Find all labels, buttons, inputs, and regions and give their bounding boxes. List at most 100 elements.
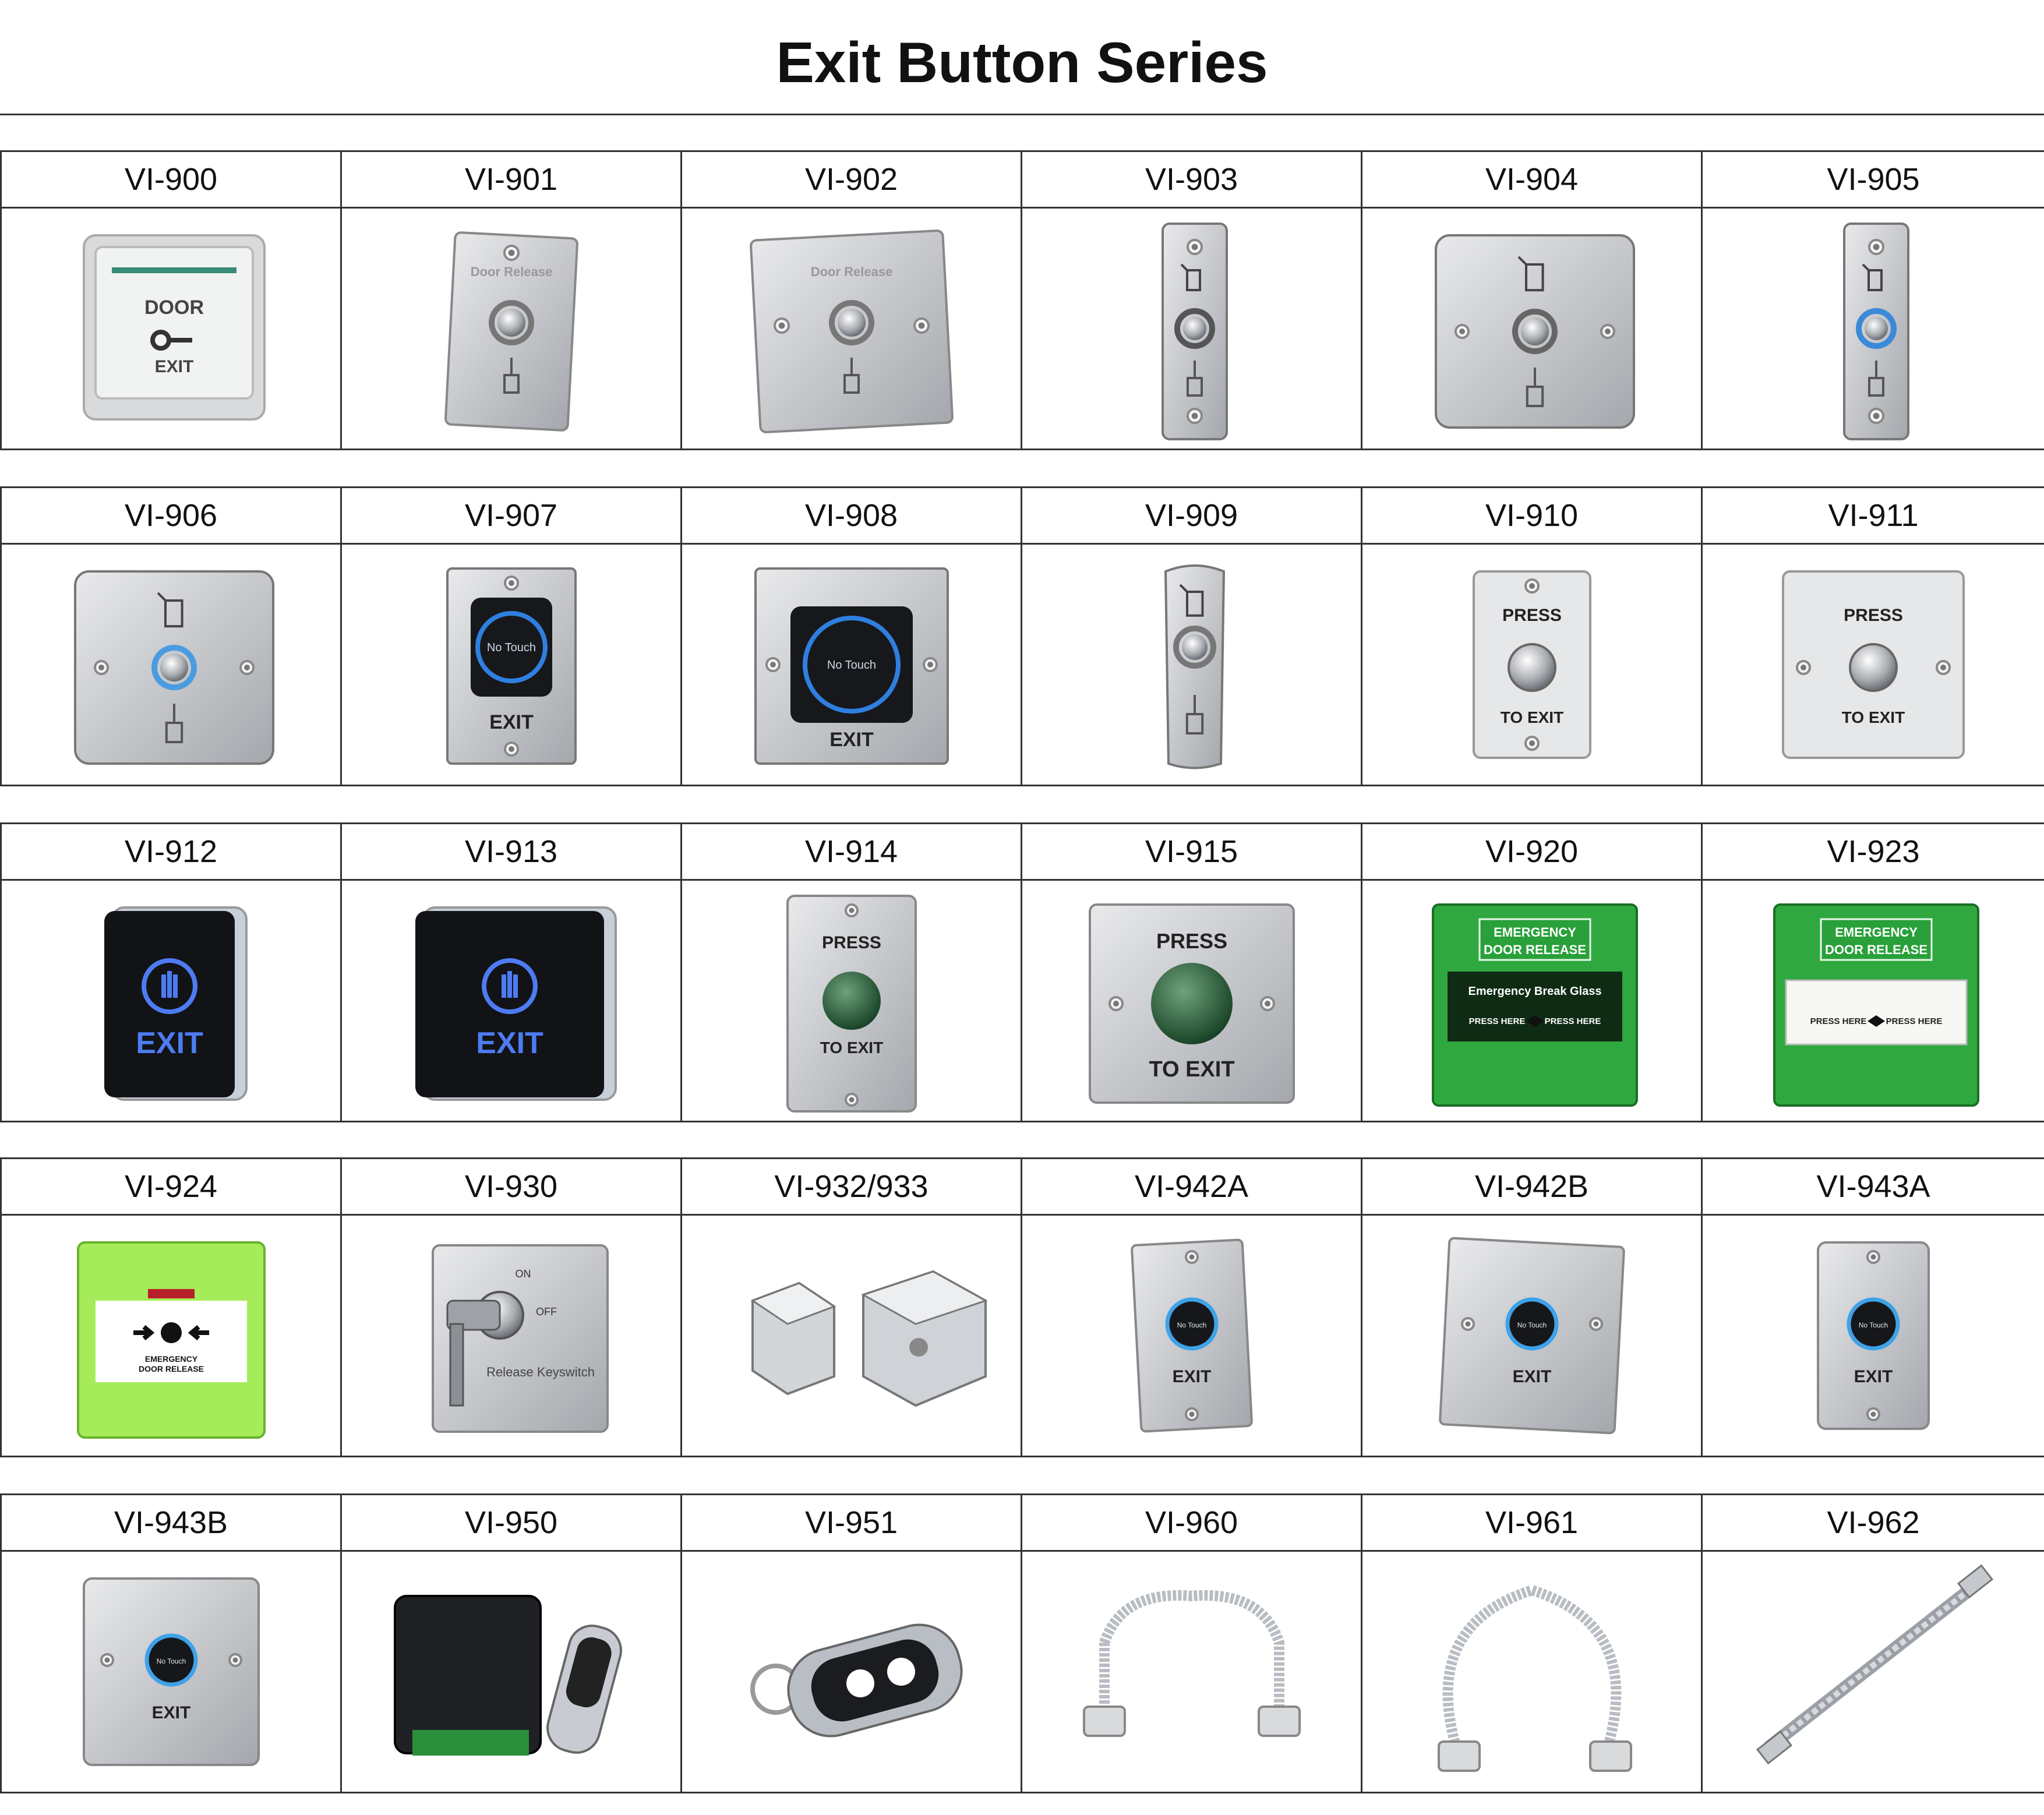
no-touch-text: No Touch	[1517, 1321, 1546, 1329]
press-text: PRESS	[822, 933, 881, 952]
model-label: VI-932/933	[680, 1157, 1022, 1216]
door-label: DOOR	[144, 296, 204, 319]
model-label: VI-903	[1021, 150, 1362, 209]
no-touch-text: No Touch	[827, 659, 876, 672]
model-label: VI-915	[1021, 822, 1362, 881]
product-image-cell	[1361, 1550, 1703, 1793]
page-title: Exit Button Series	[776, 30, 1268, 94]
exit-label: EXIT	[1512, 1367, 1551, 1386]
door-release-text: DOOR RELEASE	[138, 1364, 203, 1373]
exit-label: EXIT	[151, 1703, 190, 1722]
no-touch-text: No Touch	[1859, 1321, 1888, 1329]
product-image-cell: EXIT	[340, 879, 682, 1122]
product-image-press-green-narrow: PRESS TO EXIT	[786, 895, 917, 1113]
product-image-backbox	[750, 1270, 988, 1407]
emergency-text: EMERGENCY	[144, 1354, 197, 1364]
model-label: VI-930	[340, 1157, 682, 1216]
no-touch-text: No Touch	[486, 641, 535, 654]
to-exit-text: TO EXIT	[820, 1039, 882, 1057]
model-label: VI-914	[680, 822, 1022, 881]
product-image-cell	[680, 1550, 1022, 1793]
break-glass-text: Emergency Break Glass	[1468, 985, 1601, 998]
model-label: VI-961	[1361, 1493, 1703, 1552]
no-touch-text: No Touch	[156, 1657, 185, 1665]
product-image-door-loop-concealed	[1756, 1564, 1994, 1765]
product-image-cell: PRESS TO EXIT	[680, 879, 1022, 1122]
model-label: VI-920	[1361, 822, 1703, 881]
model-label: VI-902	[680, 150, 1022, 209]
model-label: VI-906	[0, 486, 342, 545]
emergency-text: EMERGENCY	[1835, 925, 1918, 940]
press-text: PRESS	[1502, 606, 1562, 625]
door-release-text: Door Release	[470, 264, 552, 279]
press-here-text: PRESS HERE	[1810, 1016, 1867, 1026]
model-label: VI-901	[340, 150, 682, 209]
product-image-touch-narrow: EXIT	[104, 906, 248, 1101]
model-label: VI-943B	[0, 1493, 342, 1552]
door-release-text: DOOR RELEASE	[1483, 942, 1586, 957]
exit-label: EXIT	[476, 1026, 543, 1060]
no-touch-text: No Touch	[1177, 1321, 1206, 1329]
to-exit-text: TO EXIT	[1500, 708, 1563, 726]
model-label: VI-904	[1361, 150, 1703, 209]
exit-label: EXIT	[829, 729, 874, 751]
model-label: VI-910	[1361, 486, 1703, 545]
product-image-cell: PRESS TO EXIT	[1701, 543, 2044, 786]
product-image-touch-square: EXIT	[415, 906, 617, 1101]
product-image-cell	[1361, 207, 1703, 450]
model-label: VI-913	[340, 822, 682, 881]
model-label: VI-943A	[1701, 1157, 2044, 1216]
exit-label: EXIT	[136, 1026, 203, 1060]
product-image-cell	[1021, 207, 1362, 450]
model-label: VI-911	[1701, 486, 2044, 545]
product-image-press-wide: PRESS TO EXIT	[1782, 570, 1965, 759]
exit-label: EXIT	[1172, 1367, 1211, 1386]
press-here-text: PRESS HERE	[1544, 1016, 1601, 1026]
model-label: VI-905	[1701, 150, 2044, 209]
product-image-remote-fob	[750, 1623, 963, 1738]
keyswitch-text: Release Keyswitch	[486, 1365, 595, 1379]
product-image-cell	[1021, 543, 1362, 786]
press-text: PRESS	[1844, 606, 1903, 625]
product-image-cell	[1701, 207, 2044, 450]
product-image-door-loop-long	[1437, 1584, 1632, 1772]
product-image-cell	[340, 1550, 682, 1793]
model-label: VI-912	[0, 822, 342, 881]
product-image-square-steel: Door Release	[749, 229, 954, 433]
product-image-cell	[1021, 1550, 1362, 1793]
product-image-press-narrow: PRESS TO EXIT	[1472, 570, 1591, 759]
model-label: VI-909	[1021, 486, 1362, 545]
model-label: VI-924	[0, 1157, 342, 1216]
exit-label: EXIT	[489, 711, 534, 733]
product-image-cell: EXIT	[0, 879, 342, 1122]
press-here-text: PRESS HERE	[1468, 1016, 1525, 1026]
to-exit-text: TO EXIT	[1842, 708, 1905, 726]
product-image-cell: Door Release	[340, 207, 682, 450]
product-image-curved-steel	[1164, 564, 1225, 769]
